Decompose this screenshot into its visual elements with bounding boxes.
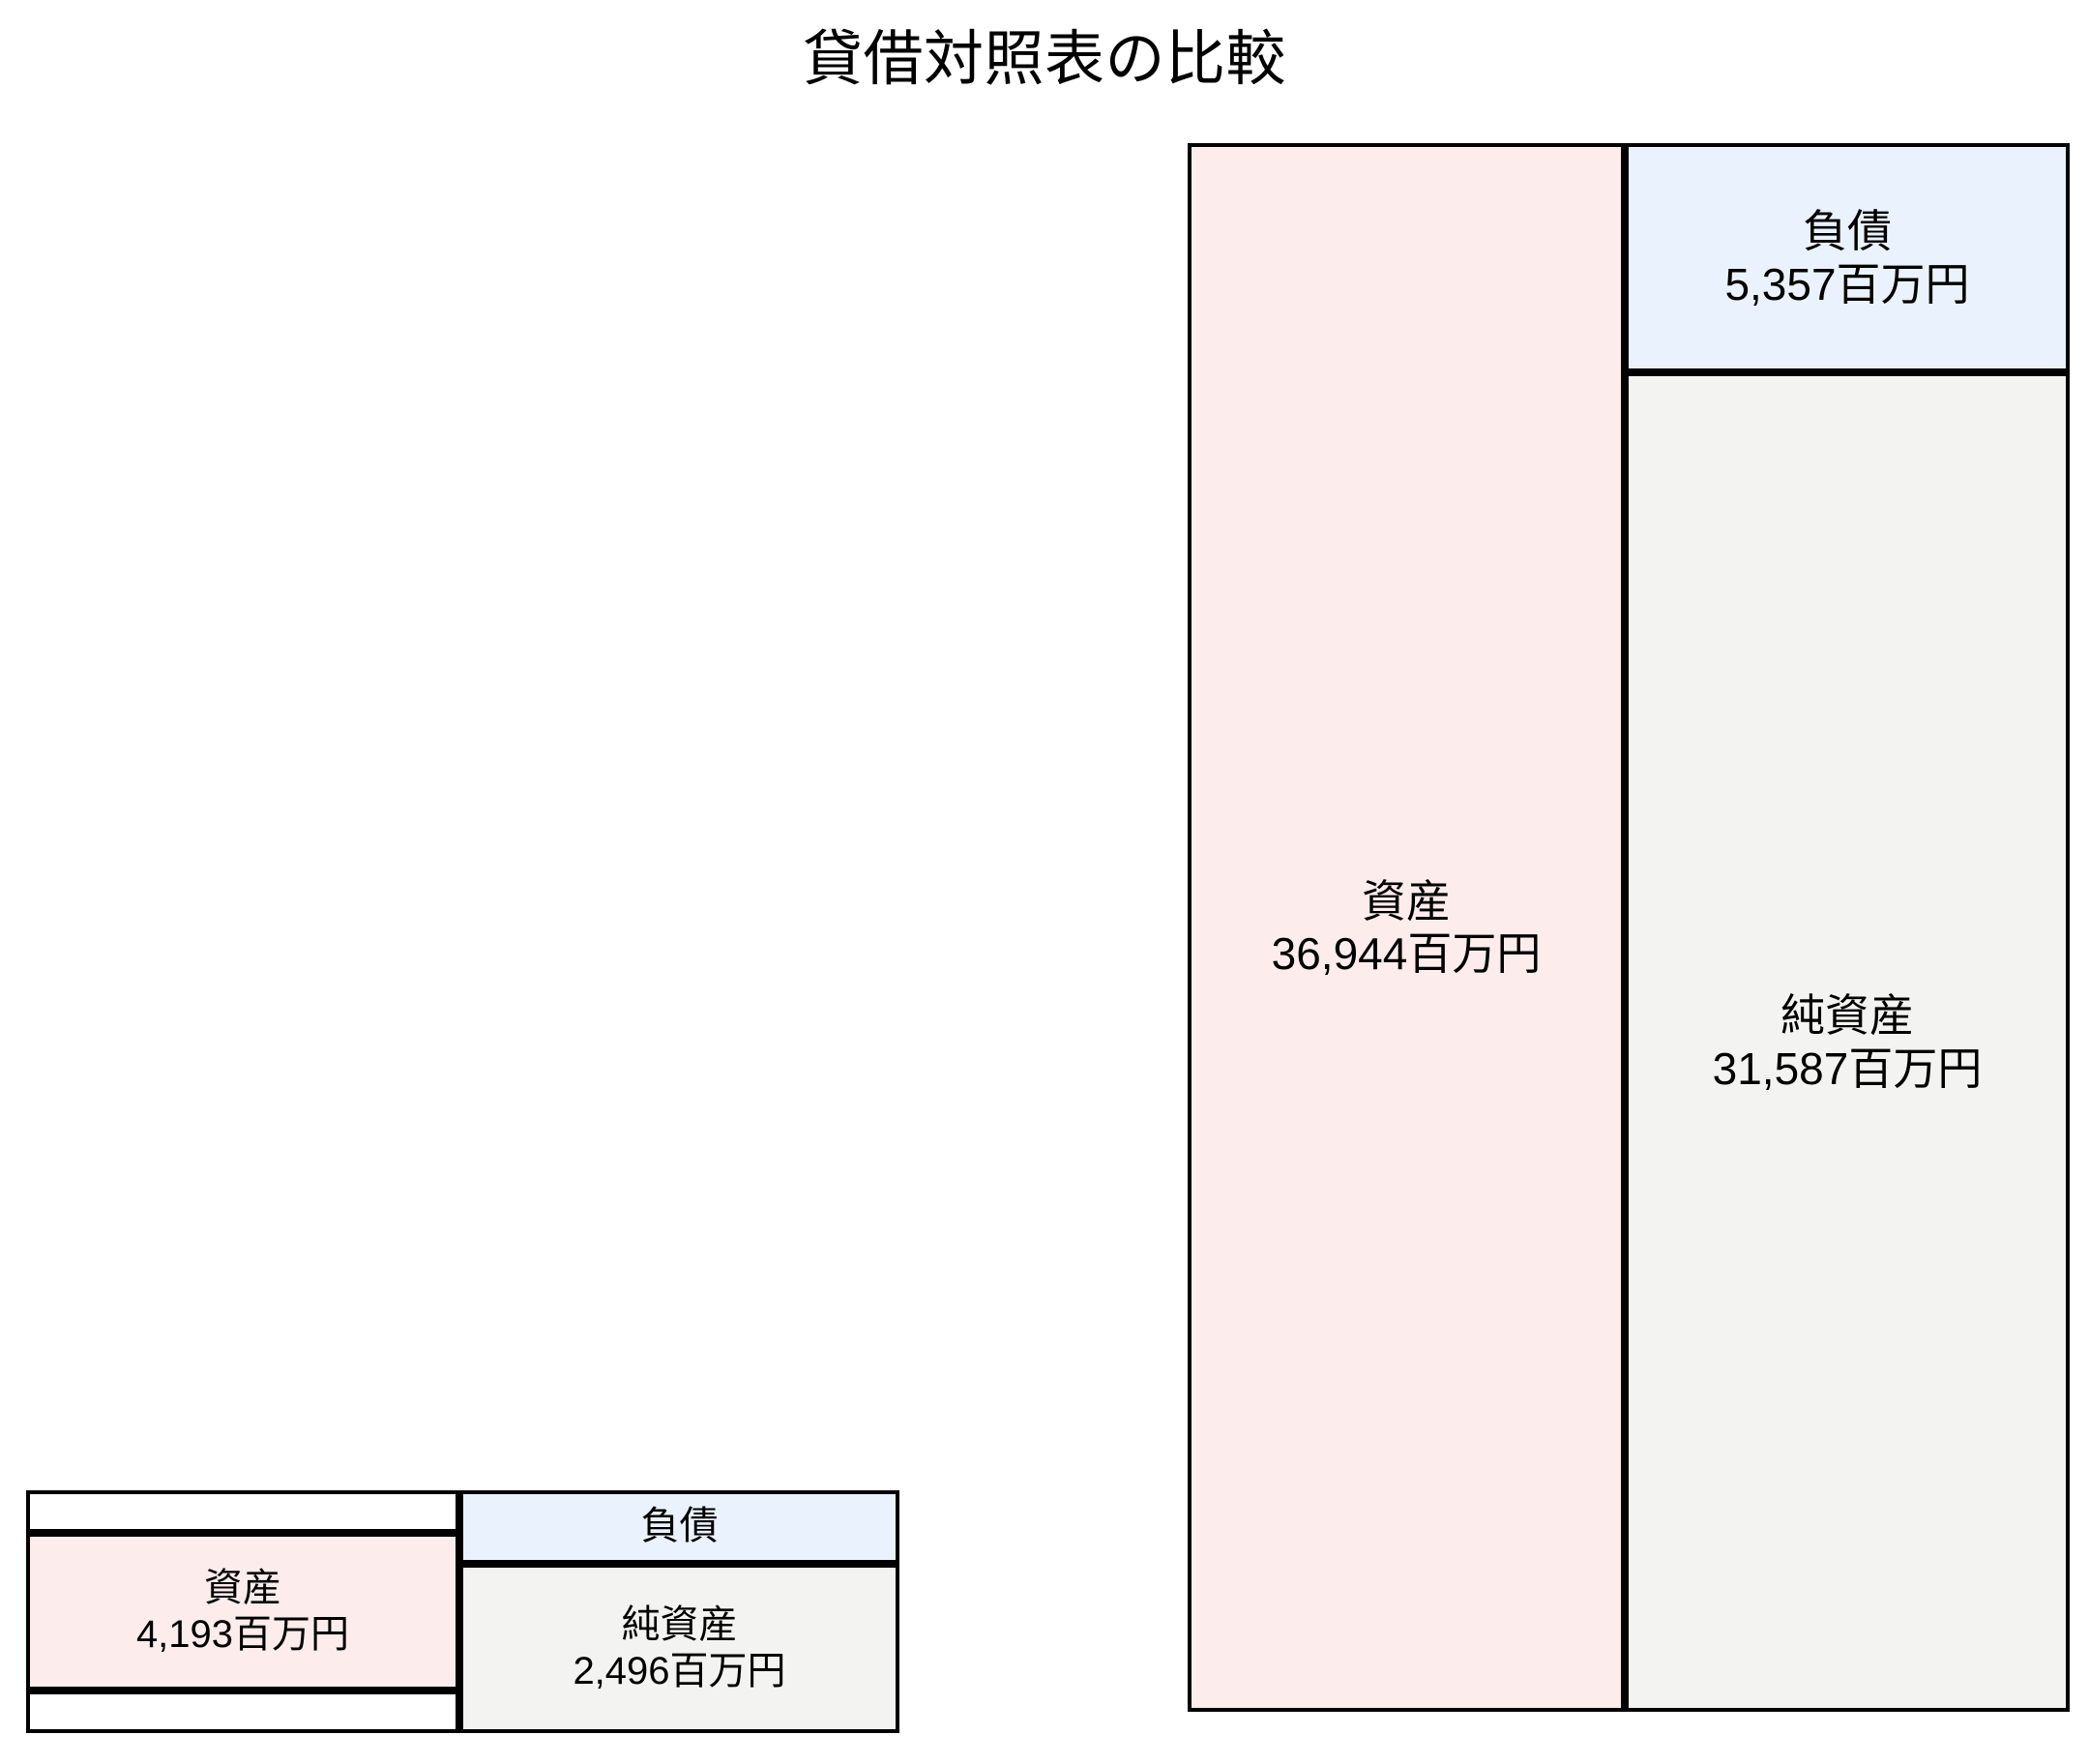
net-assets-label-small: 純資産 xyxy=(621,1603,738,1647)
assets-label-large: 資産 xyxy=(1362,875,1451,926)
assets-box-small[interactable]: 資産 4,193百万円 xyxy=(26,1533,459,1690)
balance-sheet-panel-small: 資産 4,193百万円 負債 純資産 2,496百万円 xyxy=(26,1490,899,1733)
liabilities-label-large: 負債 xyxy=(1803,206,1892,257)
assets-column-large: 資産 36,944百万円 xyxy=(1188,143,1625,1712)
assets-value-small: 4,193百万円 xyxy=(135,1612,350,1656)
net-assets-value-small: 2,496百万円 xyxy=(573,1649,786,1692)
assets-padding-top-small xyxy=(26,1490,459,1533)
chart-title: 貸借対照表の比較 xyxy=(802,26,1286,93)
balance-sheet-panel-large: 資産 36,944百万円 負債 5,357百万円 純資産 31,587百万円 xyxy=(1188,143,2070,1712)
net-assets-box-large[interactable]: 純資産 31,587百万円 xyxy=(1625,372,2070,1712)
liabilities-equity-column-large: 負債 5,357百万円 純資産 31,587百万円 xyxy=(1625,143,2070,1712)
liabilities-label-small: 負債 xyxy=(640,1505,719,1548)
assets-column-small: 資産 4,193百万円 xyxy=(26,1490,459,1733)
net-assets-box-small[interactable]: 純資産 2,496百万円 xyxy=(459,1564,899,1733)
assets-label-small: 資産 xyxy=(204,1567,281,1610)
liabilities-value-large: 5,357百万円 xyxy=(1724,258,1970,309)
liabilities-box-large[interactable]: 負債 5,357百万円 xyxy=(1625,143,2070,372)
assets-box-large[interactable]: 資産 36,944百万円 xyxy=(1188,143,1625,1712)
net-assets-label-large: 純資産 xyxy=(1780,990,1914,1042)
liabilities-box-small[interactable]: 負債 xyxy=(459,1490,899,1564)
liabilities-equity-column-small: 負債 純資産 2,496百万円 xyxy=(459,1490,899,1733)
assets-value-large: 36,944百万円 xyxy=(1271,928,1542,979)
assets-padding-bottom-small xyxy=(26,1690,459,1733)
net-assets-value-large: 31,587百万円 xyxy=(1712,1043,1983,1094)
